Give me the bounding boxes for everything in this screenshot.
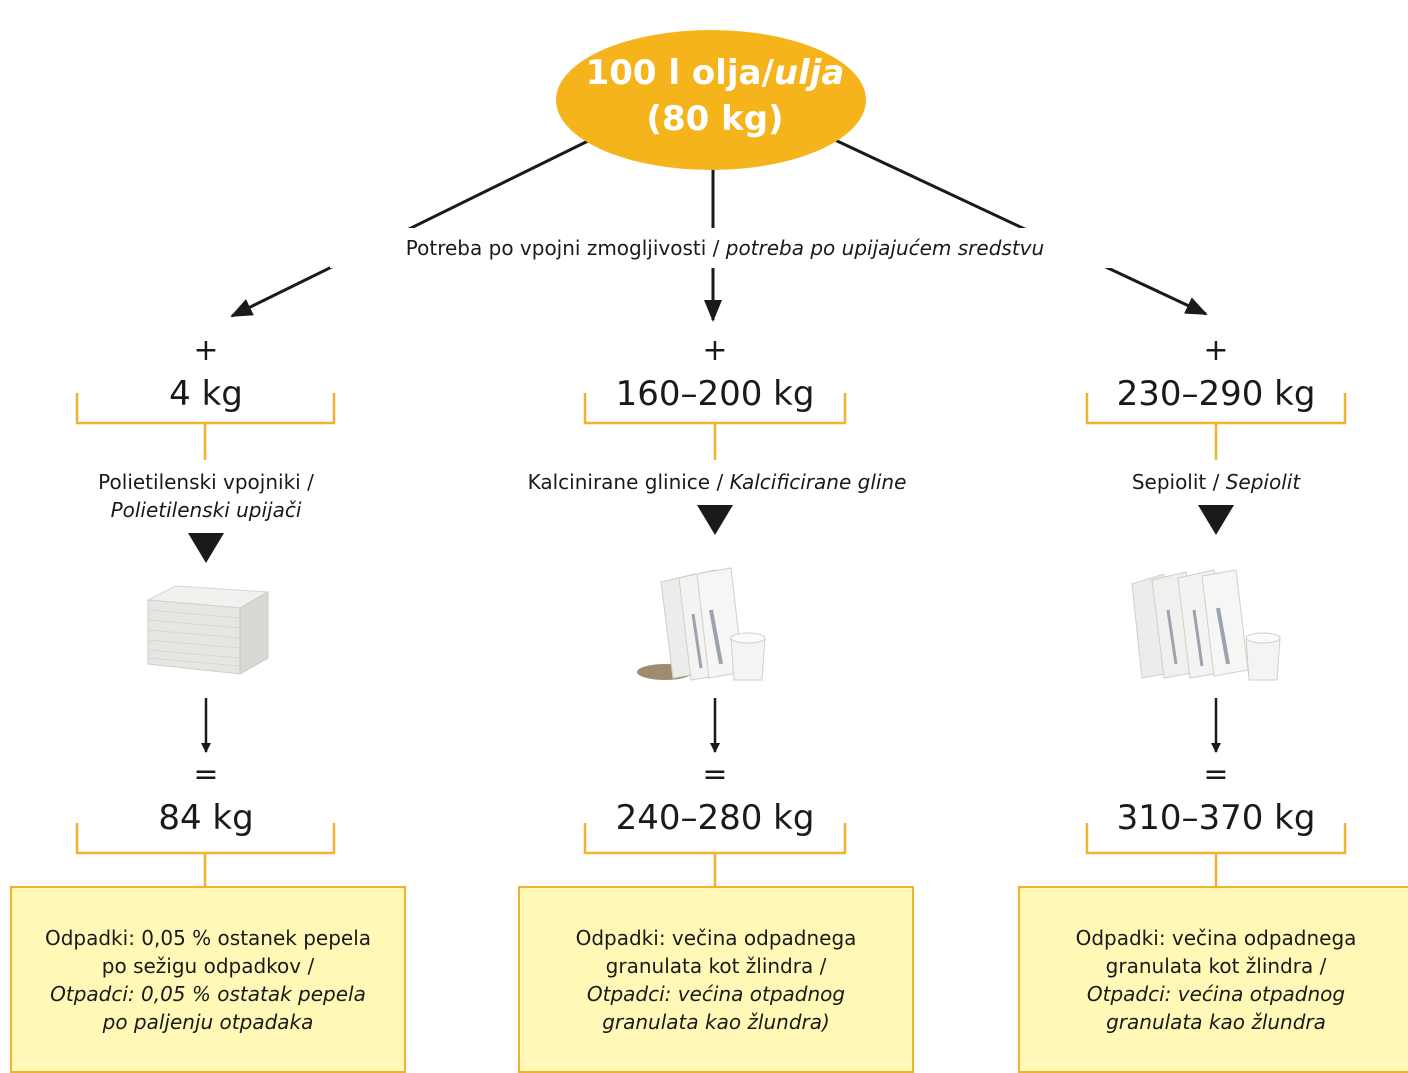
absorption-need-label: Potreba po vpojni zmogljivosti / potreba… (330, 228, 1120, 268)
bracket-upper-1 (75, 393, 336, 460)
absorbent-label-2: Kalcinirane glinice / Kalcificirane glin… (497, 468, 937, 496)
plus-sign-1: + (193, 333, 219, 368)
bracket-lower-1 (75, 823, 336, 886)
oil-quantity-main: 100 l olja/ (585, 53, 774, 93)
equals-sign-2: = (702, 757, 728, 792)
subtitle-main: Potreba po vpojni zmogljivosti / (405, 236, 726, 260)
waste-text-3-main: Odpadki: večina odpadnega granulata kot … (1075, 925, 1357, 978)
bracket-upper-2 (583, 393, 847, 460)
triangle-down-icon (697, 505, 733, 535)
added-amount-1: 4 kg (169, 374, 243, 414)
absorbent-label-1-italic: Polietilenski upijači (110, 498, 302, 522)
equals-sign-3: = (1203, 757, 1229, 792)
oil-quantity-italic: ulja (773, 53, 845, 93)
waste-text-2-main: Odpadki: večina odpadnega granulata kot … (575, 925, 857, 978)
absorbent-label-1: Polietilenski vpojniki / Polietilenski u… (0, 468, 426, 524)
absorbent-label-3: Sepiolit / Sepiolit (996, 468, 1408, 496)
waste-text-1-main: Odpadki: 0,05 % ostanek pepela po sežigu… (44, 925, 372, 978)
absorbent-label-3-main: Sepiolit / (1131, 470, 1220, 494)
waste-text-3-italic: Otpadci: većina otpadnog granulata kao ž… (1086, 981, 1346, 1034)
sacks-bucket-icon (1131, 569, 1281, 681)
equals-sign-1: = (193, 757, 219, 792)
absorbent-label-2-italic: Kalcificirane gline (729, 470, 907, 494)
bracket-upper-3 (1085, 393, 1347, 460)
plus-sign-3: + (1203, 333, 1229, 368)
subtitle-italic: potreba po upijajućem sredstvu (725, 236, 1045, 260)
waste-box-2: Odpadki: večina odpadnega granulata kot … (518, 886, 914, 1073)
oil-weight: (80 kg) (646, 99, 784, 139)
bracket-lower-3 (1085, 823, 1347, 886)
triangle-down-icon (188, 533, 224, 563)
waste-box-3: Odpadki: večina odpadnega granulata kot … (1018, 886, 1408, 1073)
absorbent-label-3-italic: Sepiolit (1225, 470, 1301, 494)
bracket-lower-2 (583, 823, 847, 886)
added-amount-2: 160–200 kg (615, 374, 815, 414)
total-amount-3: 310–370 kg (1116, 798, 1316, 838)
waste-box-1: Odpadki: 0,05 % ostanek pepela po sežigu… (10, 886, 406, 1073)
absorbent-label-2-main: Kalcinirane glinice / (527, 470, 724, 494)
total-amount-2: 240–280 kg (615, 798, 815, 838)
total-amount-1: 84 kg (158, 798, 254, 838)
triangle-down-icon (1198, 505, 1234, 535)
oil-ellipse (556, 30, 866, 170)
added-amount-3: 230–290 kg (1116, 374, 1316, 414)
sacks-bucket-icon (637, 567, 766, 681)
plus-sign-2: + (702, 333, 728, 368)
pad-stack-icon (146, 585, 270, 675)
waste-text-1-italic: Otpadci: 0,05 % ostatak pepela po paljen… (50, 981, 366, 1034)
absorbent-label-1-main: Polietilenski vpojniki / (98, 470, 314, 494)
waste-text-2-italic: Otpadci: većina otpadnog granulata kao ž… (586, 981, 846, 1034)
oil-quantity: 100 l olja/ulja (80 kg) (560, 50, 870, 142)
arrow-right (834, 138, 1208, 316)
